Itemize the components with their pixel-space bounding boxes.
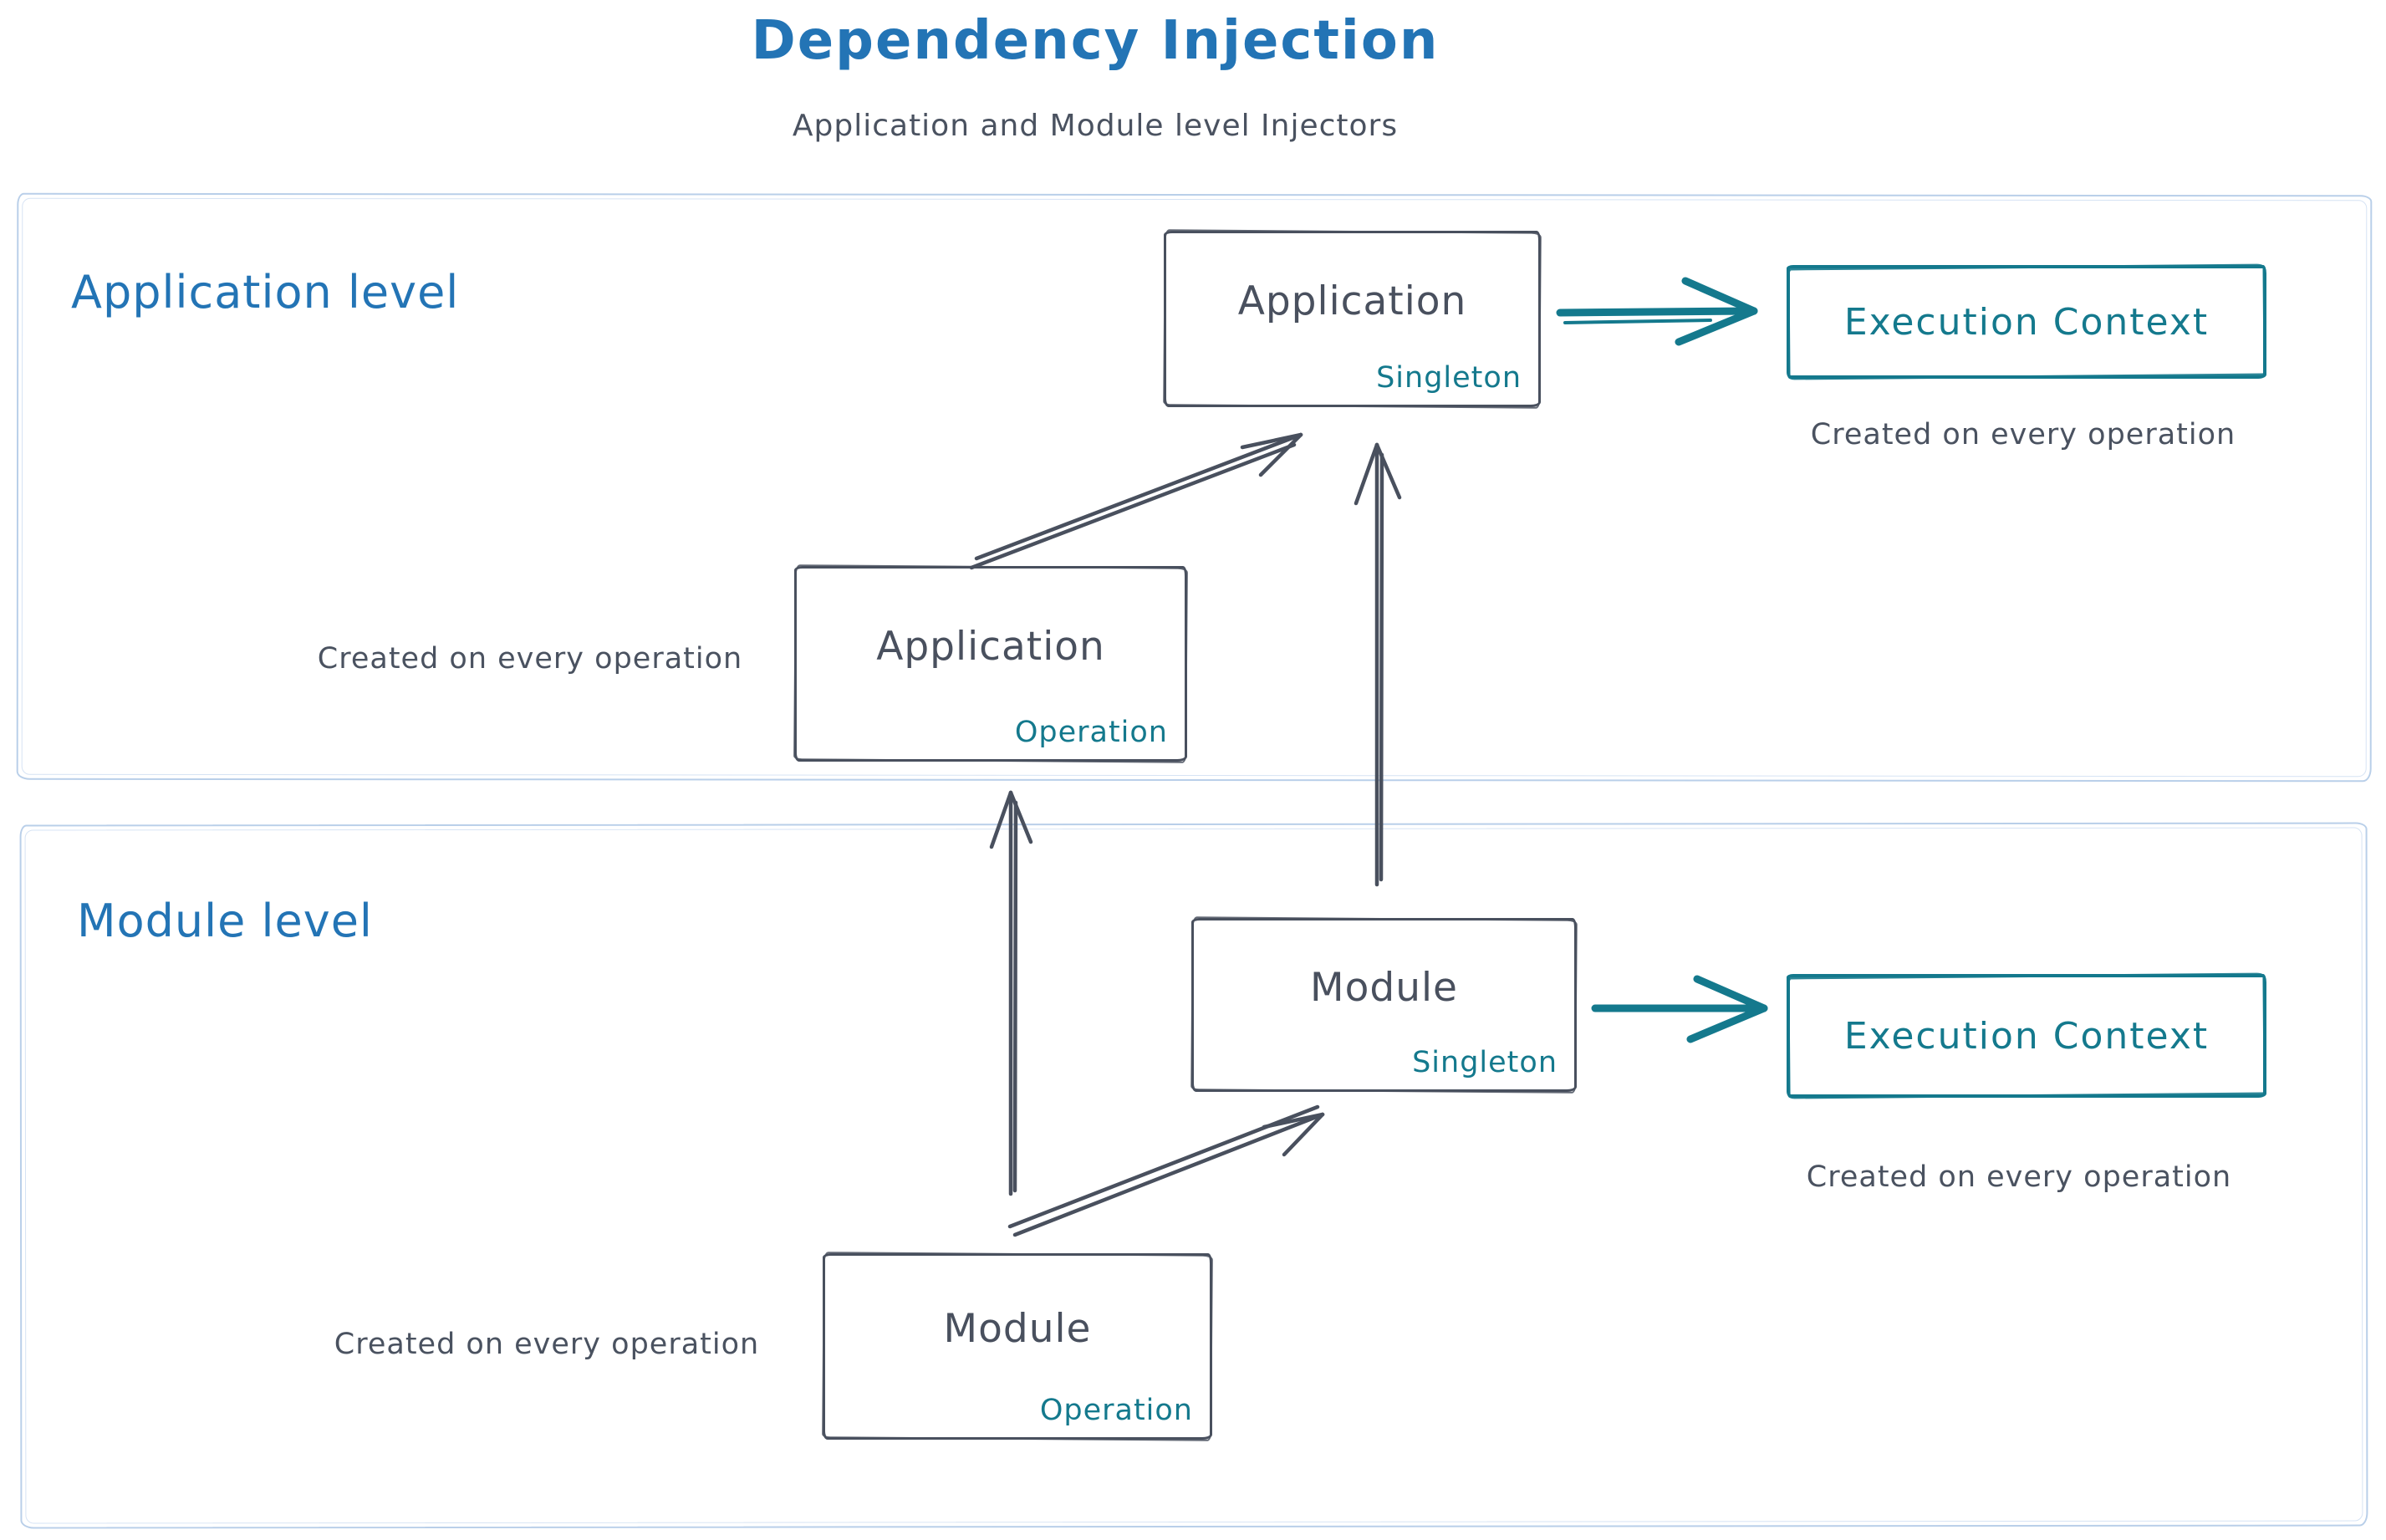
module-operation-scope: Operation: [1039, 1394, 1193, 1427]
application-operation-name: Application: [876, 623, 1105, 670]
module-operation-name: Module: [943, 1306, 1092, 1352]
module-execution-context-box: Execution Context: [1787, 974, 2266, 1098]
application-singleton-scope: Singleton: [1376, 361, 1522, 395]
application-operation-scope: Operation: [1014, 716, 1168, 749]
module-singleton-box: Module Singleton: [1191, 918, 1577, 1092]
application-singleton-box: Application Singleton: [1164, 231, 1541, 407]
module-singleton-scope: Singleton: [1412, 1046, 1558, 1079]
application-execution-context-box: Execution Context: [1787, 265, 2266, 379]
application-singleton-name: Application: [1237, 278, 1467, 324]
application-execution-context-caption: Created on every operation: [1810, 418, 2236, 451]
module-level-label: Module level: [77, 895, 373, 947]
module-execution-context-caption: Created on every operation: [1806, 1160, 2232, 1194]
module-execution-context-label: Execution Context: [1843, 1014, 2210, 1058]
module-operation-box: Module Operation: [823, 1253, 1212, 1440]
application-operation-caption: Created on every operation: [317, 642, 743, 676]
application-operation-box: Application Operation: [794, 566, 1187, 762]
diagram-subtitle: Application and Module level Injectors: [792, 109, 1399, 143]
application-level-label: Application level: [71, 266, 460, 319]
application-execution-context-label: Execution Context: [1843, 300, 2210, 344]
module-operation-caption: Created on every operation: [334, 1328, 760, 1361]
module-singleton-name: Module: [1310, 964, 1458, 1011]
diagram-title: Dependency Injection: [751, 10, 1440, 72]
